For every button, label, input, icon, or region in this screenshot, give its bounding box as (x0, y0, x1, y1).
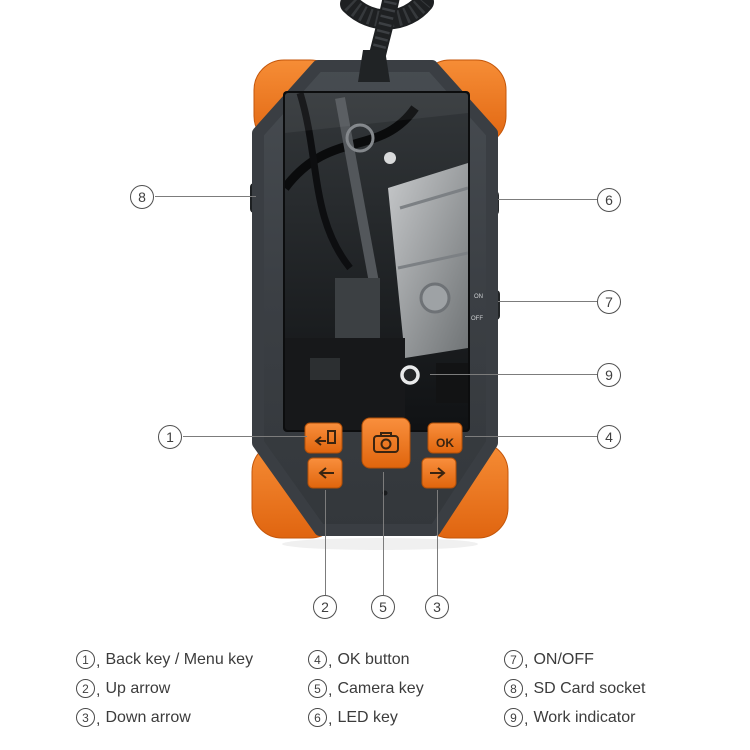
legend-num-2: 2 (76, 679, 95, 698)
legend-label-8: SD Card socket (533, 679, 646, 697)
callout-line-6 (498, 199, 597, 200)
callout-line-8 (155, 196, 256, 197)
callout-8-num: 8 (138, 189, 146, 205)
legend: 1,Back key / Menu key 2,Up arrow 3,Down … (76, 645, 646, 732)
endoscope-device: ON OFF (250, 50, 509, 550)
legend-item-6: 6,LED key (308, 703, 504, 732)
callout-4: 4 (597, 425, 621, 449)
camera-button (361, 417, 411, 469)
callout-5: 5 (371, 595, 395, 619)
callout-1-num: 1 (166, 429, 174, 445)
device-shadow (282, 538, 478, 550)
callout-line-3 (437, 490, 438, 595)
switch-off-label: OFF (471, 316, 483, 322)
legend-label-3: Down arrow (105, 708, 191, 726)
screen-image (285, 93, 468, 430)
legend-num-5: 5 (308, 679, 327, 698)
callout-9-num: 9 (605, 367, 613, 383)
legend-num-9: 9 (504, 708, 523, 727)
legend-sep: , (524, 652, 529, 670)
callout-6-num: 6 (605, 192, 613, 208)
callout-line-1 (183, 436, 307, 437)
legend-num-6: 6 (308, 708, 327, 727)
legend-num-3: 3 (76, 708, 95, 727)
legend-label-9: Work indicator (533, 708, 636, 726)
callout-line-7 (498, 301, 597, 302)
legend-sep: , (96, 710, 101, 728)
down-arrow-icon (430, 467, 446, 479)
legend-item-5: 5,Camera key (308, 674, 504, 703)
callout-1: 1 (158, 425, 182, 449)
button-panel: OK (304, 417, 463, 489)
legend-item-1: 1,Back key / Menu key (76, 645, 308, 674)
legend-num-4: 4 (308, 650, 327, 669)
legend-sep: , (328, 681, 333, 699)
callout-8: 8 (130, 185, 154, 209)
cable-gland (358, 50, 390, 82)
callout-6: 6 (597, 188, 621, 212)
callout-7-num: 7 (605, 294, 613, 310)
callout-3-num: 3 (433, 599, 441, 615)
legend-label-1: Back key / Menu key (105, 650, 254, 668)
legend-sep: , (524, 710, 529, 728)
legend-sep: , (328, 652, 333, 670)
callout-9: 9 (597, 363, 621, 387)
legend-sep: , (96, 652, 101, 670)
legend-label-6: LED key (337, 708, 398, 726)
callout-line-5 (383, 472, 384, 595)
work-indicator (400, 365, 420, 385)
legend-item-2: 2,Up arrow (76, 674, 308, 703)
ok-button-label: OK (436, 436, 454, 450)
callout-2-num: 2 (321, 599, 329, 615)
callout-7: 7 (597, 290, 621, 314)
up-arrow-icon (318, 467, 334, 479)
legend-label-4: OK button (337, 650, 410, 668)
legend-item-3: 3,Down arrow (76, 703, 308, 732)
legend-sep: , (328, 710, 333, 728)
legend-item-8: 8,SD Card socket (504, 674, 646, 703)
camera-icon (373, 432, 399, 453)
legend-item-7: 7,ON/OFF (504, 645, 646, 674)
ok-button (427, 422, 463, 454)
legend-label-7: ON/OFF (533, 650, 594, 668)
callout-line-4 (465, 436, 597, 437)
callout-4-num: 4 (605, 429, 613, 445)
legend-num-8: 8 (504, 679, 523, 698)
back-menu-button (304, 422, 343, 454)
callout-3: 3 (425, 595, 449, 619)
legend-label-2: Up arrow (105, 679, 171, 697)
callout-line-9 (430, 374, 597, 375)
callout-5-num: 5 (379, 599, 387, 615)
legend-label-5: Camera key (337, 679, 424, 697)
legend-item-9: 9,Work indicator (504, 703, 646, 732)
switch-on-label: ON (474, 294, 483, 300)
legend-sep: , (96, 681, 101, 699)
callout-line-2 (325, 490, 326, 595)
legend-item-4: 4,OK button (308, 645, 504, 674)
legend-num-7: 7 (504, 650, 523, 669)
callout-2: 2 (313, 595, 337, 619)
back-menu-icon (314, 430, 336, 446)
legend-num-1: 1 (76, 650, 95, 669)
legend-sep: , (524, 681, 529, 699)
